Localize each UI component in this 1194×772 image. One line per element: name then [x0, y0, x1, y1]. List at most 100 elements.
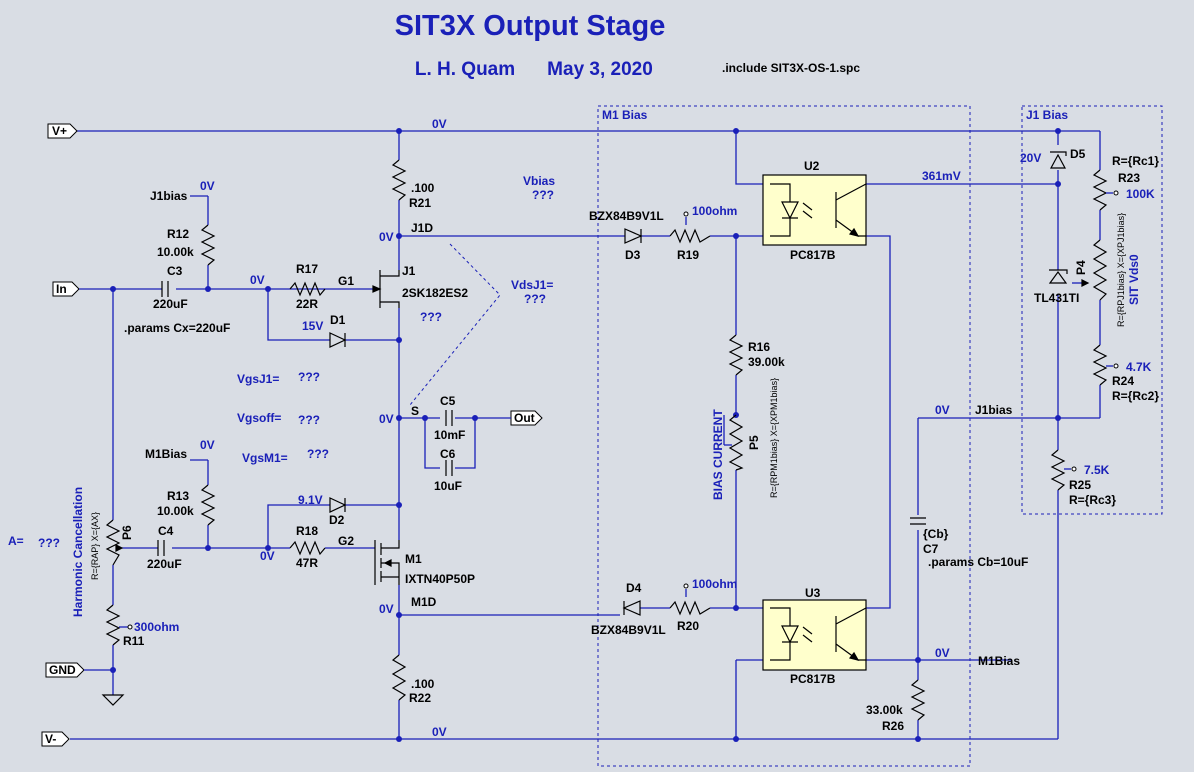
m1-bias-wiring: [640, 131, 1100, 739]
resistor-r25[interactable]: 7.5K R25 R={Rc3}: [1050, 449, 1116, 507]
resistor-r20[interactable]: R20 100ohm: [669, 577, 737, 633]
svg-text:R26: R26: [882, 719, 904, 733]
vgsm1-value: ???: [307, 447, 329, 461]
resistor-r17[interactable]: R17 22R: [289, 262, 326, 311]
svg-text:R={Rc3}: R={Rc3}: [1069, 493, 1116, 507]
net-vplus-voltage: 0V: [432, 117, 447, 131]
a-label: A=: [8, 534, 24, 548]
svg-text:.100: .100: [411, 181, 435, 195]
svg-text:R19: R19: [677, 248, 699, 262]
junction-dots: [110, 128, 1061, 742]
a-value: ???: [38, 536, 60, 550]
params-cx-directive: .params Cx=220uF: [124, 321, 230, 335]
svg-text:D4: D4: [626, 581, 642, 595]
net-m1d-voltage: 0V: [379, 602, 394, 616]
svg-text:GND: GND: [49, 663, 76, 677]
resistor-r19[interactable]: R19 100ohm: [669, 204, 737, 262]
resistor-r26[interactable]: 33.00k R26: [866, 679, 926, 733]
resistor-r21[interactable]: .100 R21: [391, 159, 435, 210]
svg-text:R25: R25: [1069, 478, 1091, 492]
net-d1-voltage: 15V: [302, 319, 323, 333]
svg-text:TL431TI: TL431TI: [1034, 291, 1079, 305]
capacitor-c7[interactable]: {Cb} C7: [910, 517, 949, 556]
jfet-j1[interactable]: J1 2SK182ES2: [372, 264, 468, 308]
potentiometer-p6[interactable]: P6 R={RAP} X={AX} Harmonic Cancellation: [71, 487, 134, 617]
resistor-r11[interactable]: R11 300ohm: [105, 604, 179, 648]
net-m1bias-left-voltage: 0V: [200, 438, 215, 452]
resistor-r13[interactable]: R13 10.00k: [157, 484, 216, 526]
diode-d4[interactable]: D4 BZX84B9V1L: [591, 581, 666, 637]
svg-text:7.5K: 7.5K: [1084, 463, 1110, 477]
capacitor-c4[interactable]: C4 220uF: [147, 524, 182, 571]
capacitor-c3[interactable]: C3 220uF: [153, 264, 188, 311]
svg-text:R={Rc2}: R={Rc2}: [1112, 389, 1159, 403]
svg-text:R16: R16: [748, 340, 770, 354]
m1-bias-region-label: M1 Bias: [602, 108, 648, 122]
optocoupler-u2[interactable]: U2 PC817B: [762, 159, 867, 262]
svg-text:J1: J1: [402, 264, 416, 278]
svg-text:PC817B: PC817B: [790, 248, 836, 262]
diode-d3[interactable]: BZX84B9V1L D3: [589, 209, 664, 262]
shunt-regulator-tl431[interactable]: TL431TI: [1034, 269, 1079, 305]
vdsj1-label: VdsJ1=: [511, 278, 553, 292]
resistor-r24[interactable]: 4.7K R24 R={Rc2}: [1092, 344, 1159, 403]
svg-text:BZX84B9V1L: BZX84B9V1L: [589, 209, 664, 223]
svg-text:R23: R23: [1118, 171, 1140, 185]
mosfet-m1[interactable]: M1 IXTN40P50P: [374, 540, 475, 586]
diode-d2[interactable]: D2: [329, 497, 347, 527]
svg-text:100ohm: 100ohm: [692, 204, 737, 218]
net-s-voltage: 0V: [379, 412, 394, 426]
resistor-r12[interactable]: R12 10.00k: [157, 224, 216, 266]
svg-text:U2: U2: [804, 159, 820, 173]
vplus-port[interactable]: V+: [47, 123, 78, 139]
in-port[interactable]: In: [52, 281, 80, 297]
potentiometer-p5[interactable]: P5 R={RPM1bias} X={XPM1bias} BIAS CURREN…: [711, 378, 779, 500]
resistor-r22[interactable]: .100 R22: [391, 654, 435, 705]
svg-text:M1: M1: [405, 552, 422, 566]
diode-d1[interactable]: D1: [329, 313, 347, 348]
svg-text:22R: 22R: [296, 297, 318, 311]
vbias-label: Vbias: [523, 174, 555, 188]
svg-text:R13: R13: [167, 489, 189, 503]
resistor-r18[interactable]: R18 47R: [289, 524, 326, 570]
capacitor-c5[interactable]: C5 10mF: [434, 394, 465, 442]
vbias-value: ???: [532, 188, 554, 202]
resistor-r23[interactable]: R={Rc1} R23 100K: [1092, 154, 1159, 211]
svg-text:P4: P4: [1074, 260, 1088, 275]
vminus-rail: [70, 505, 1059, 740]
svg-text:D2: D2: [329, 513, 345, 527]
svg-text:47R: 47R: [296, 556, 318, 570]
svg-text:R17: R17: [296, 262, 318, 276]
svg-text:V+: V+: [52, 124, 67, 138]
svg-text:R22: R22: [409, 691, 431, 705]
net-g2-voltage: 0V: [260, 549, 275, 563]
svg-text:2SK182ES2: 2SK182ES2: [402, 286, 468, 300]
svg-text:39.00k: 39.00k: [748, 355, 785, 369]
net-j1d-label: J1D: [411, 221, 433, 235]
svg-text:33.00k: 33.00k: [866, 703, 903, 717]
j1-bias-wiring: [1057, 131, 1101, 505]
diode-d5[interactable]: D5: [1049, 147, 1086, 169]
svg-text:U3: U3: [805, 586, 821, 600]
j1-value: ???: [420, 310, 442, 324]
svg-text:R={Rc1}: R={Rc1}: [1112, 154, 1159, 168]
svg-text:220uF: 220uF: [153, 297, 188, 311]
vgsoff-label: Vgsoff=: [237, 411, 281, 425]
vminus-port[interactable]: V-: [41, 731, 70, 747]
optocoupler-u3[interactable]: U3 PC817B: [762, 586, 867, 686]
net-m1d-label: M1D: [411, 595, 437, 609]
net-j1bias-left-label: J1bias: [150, 189, 188, 203]
svg-text:C5: C5: [440, 394, 456, 408]
svg-text:D5: D5: [1070, 147, 1086, 161]
svg-text:220uF: 220uF: [147, 557, 182, 571]
j1-bias-region-label: J1 Bias: [1026, 108, 1068, 122]
gnd-port[interactable]: GND: [45, 662, 85, 678]
capacitor-c6[interactable]: C6 10uF: [434, 447, 462, 493]
net-m1bias-right-voltage: 0V: [935, 646, 950, 660]
out-port[interactable]: Out: [510, 410, 543, 426]
resistor-r16[interactable]: R16 39.00k: [728, 334, 785, 376]
potentiometer-p4[interactable]: P4 R={RPJ1bias} X={XPJ1bias} SIT Vds0: [1074, 213, 1141, 327]
net-g1-voltage: 0V: [250, 273, 265, 287]
svg-text:10.00k: 10.00k: [157, 504, 194, 518]
